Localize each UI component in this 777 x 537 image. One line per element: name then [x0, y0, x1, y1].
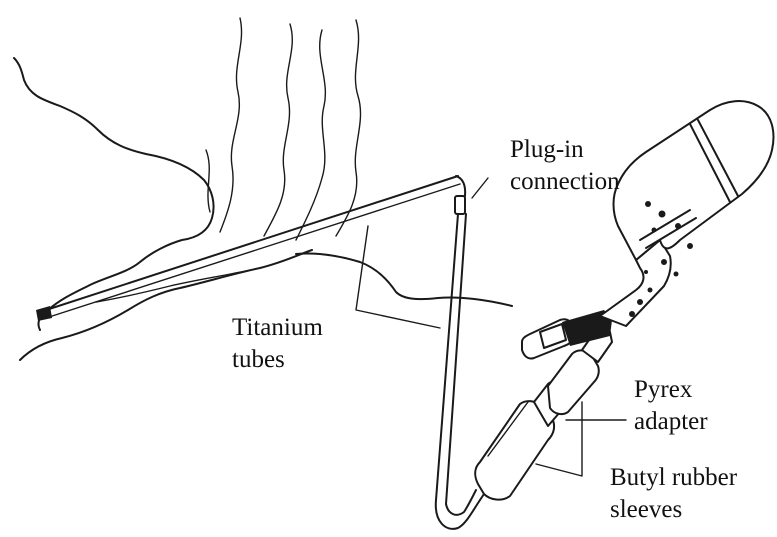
label-butyl-line-2: sleeves [610, 494, 737, 526]
rock-ledge [296, 253, 512, 306]
steam-wisp-1 [220, 18, 242, 232]
speckle-4 [652, 228, 657, 233]
liquid-bubble-1 [629, 311, 635, 317]
label-titanium-line-1: Titanium [232, 312, 323, 344]
speckle-5 [687, 243, 693, 249]
tube-tip [36, 306, 52, 321]
speckle-3 [675, 223, 681, 229]
label-titanium-line-2: tubes [232, 344, 323, 376]
label-pyrex-line-2: adapter [634, 406, 708, 438]
label-butyl-rubber-sleeves: Butyl rubber sleeves [610, 462, 737, 526]
leader-plug-in [472, 178, 488, 198]
plug-in-connection-sleeve [455, 196, 465, 214]
speckle-7 [674, 272, 679, 277]
steam-wisp-5 [206, 150, 210, 212]
titanium-tube-diagonal-inner [46, 184, 460, 318]
label-plug-in-line-2: connection [510, 166, 620, 198]
titanium-tube-vertical-inner [446, 214, 466, 504]
label-pyrex-adapter: Pyrex adapter [634, 374, 708, 438]
tube-bend-top [456, 176, 465, 196]
speckle-8 [644, 270, 648, 274]
titanium-tube-u-bend-inner [446, 490, 476, 515]
speckle-1 [645, 201, 651, 207]
label-butyl-line-1: Butyl rubber [610, 462, 737, 494]
rock-outline-upper [14, 58, 214, 330]
liquid-bubble-2 [637, 299, 643, 305]
titanium-tube-vertical [436, 214, 458, 500]
butyl-sleeve-upper [548, 350, 599, 414]
label-pyrex-line-1: Pyrex [634, 374, 708, 406]
steam-wisp-4 [336, 20, 361, 236]
label-titanium-tubes: Titanium tubes [232, 312, 323, 376]
leader-titanium-1 [356, 226, 440, 328]
liquid-bubble-3 [648, 288, 653, 293]
steam-wisp-3 [296, 30, 325, 240]
steam-wisp-2 [264, 24, 292, 236]
flask-body [614, 101, 774, 260]
label-plug-in-line-1: Plug-in [510, 134, 620, 166]
speckle-2 [659, 211, 666, 218]
label-plug-in-connection: Plug-in connection [510, 134, 620, 198]
speckle-6 [661, 259, 667, 265]
